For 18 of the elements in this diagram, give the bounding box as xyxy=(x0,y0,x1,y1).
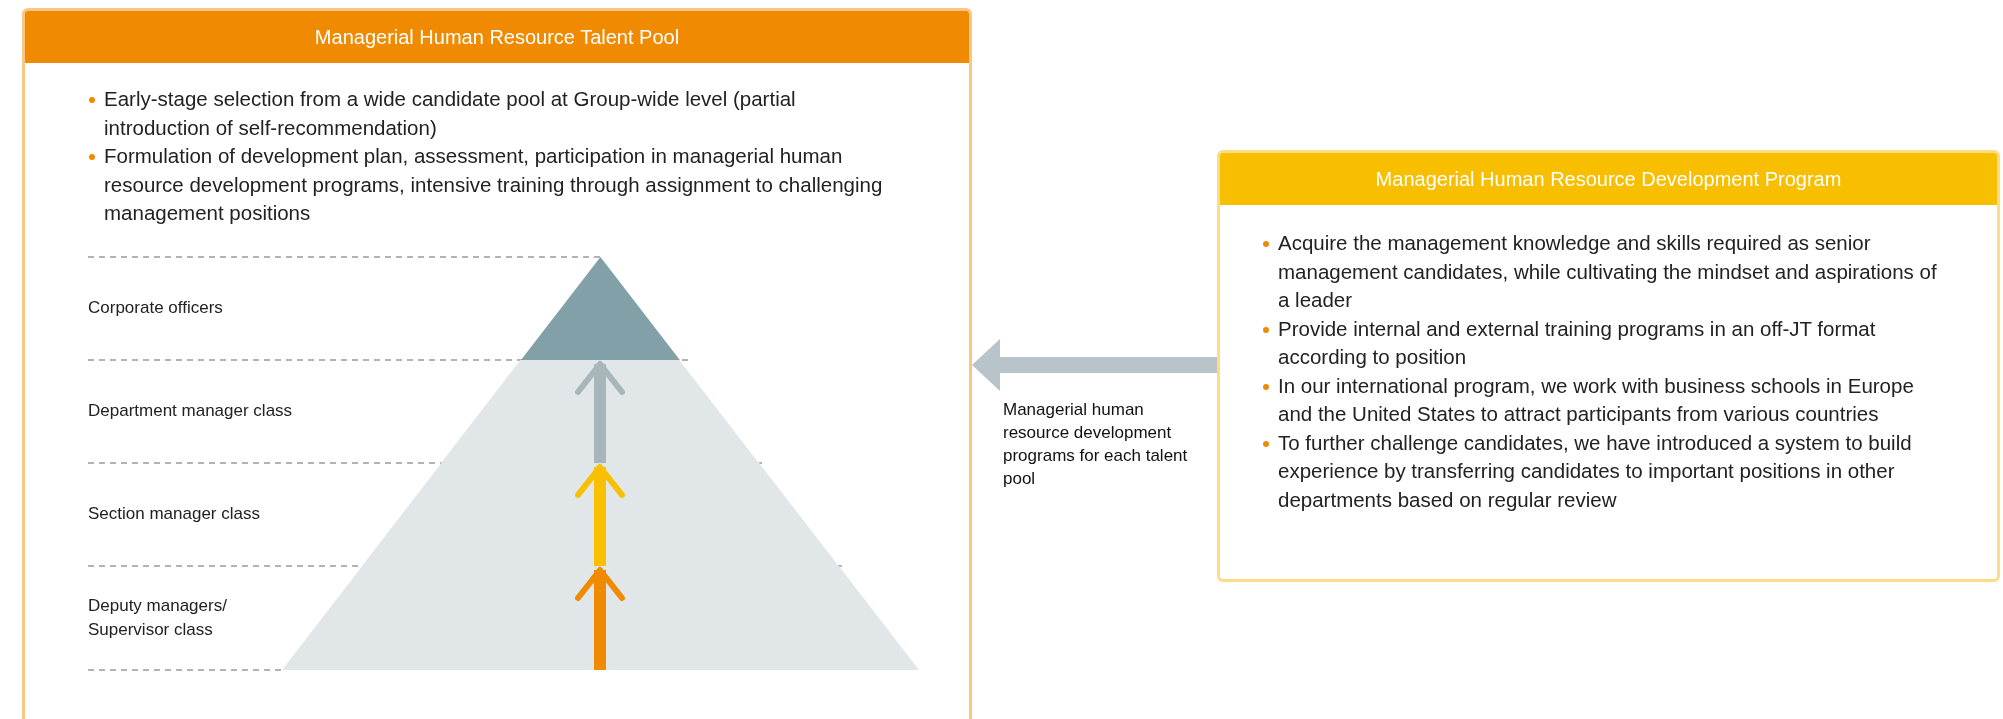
bullet-text: Formulation of development plan, assessment, participation in managerial human resource development programs, intensive training through assignment to challenging management positions xyxy=(104,144,883,224)
bullet-text: To further challenge candidates, we have introduced a system to build experience by transferring candidates to important positions in other departments based on regular review xyxy=(1278,430,1912,511)
bullet-text: In our international program, we work with business schools in Europe and the United States to attract participants from various countries xyxy=(1278,373,1914,425)
bullet-text: Acquire the management knowledge and skills required as senior management candidates, while cultivating the mindset and aspirations of a leader xyxy=(1278,231,1937,311)
panel-header: Managerial Human Resource Talent Pool xyxy=(25,11,969,63)
tier-label: Corporate officers xyxy=(88,297,223,319)
arrow xyxy=(575,567,625,670)
bullet-text: Provide internal and external training programs in an off-JT format according to position xyxy=(1278,316,1876,368)
bullet-text: Early-stage selection from a wide candidate pool at Group-wide level (partial introduction of self-recommendation) xyxy=(104,87,796,139)
arrow xyxy=(972,339,1217,391)
panel xyxy=(1217,150,2000,582)
tier-label: Deputy managers/ Supervisor class xyxy=(88,595,228,641)
panel xyxy=(22,8,972,719)
tier-label: Department manager class xyxy=(88,400,293,422)
arrow xyxy=(575,361,625,463)
tier-label: Section manager class xyxy=(88,503,260,525)
panel-header: Managerial Human Resource Development Program xyxy=(1220,153,1997,205)
arrow xyxy=(575,464,625,566)
